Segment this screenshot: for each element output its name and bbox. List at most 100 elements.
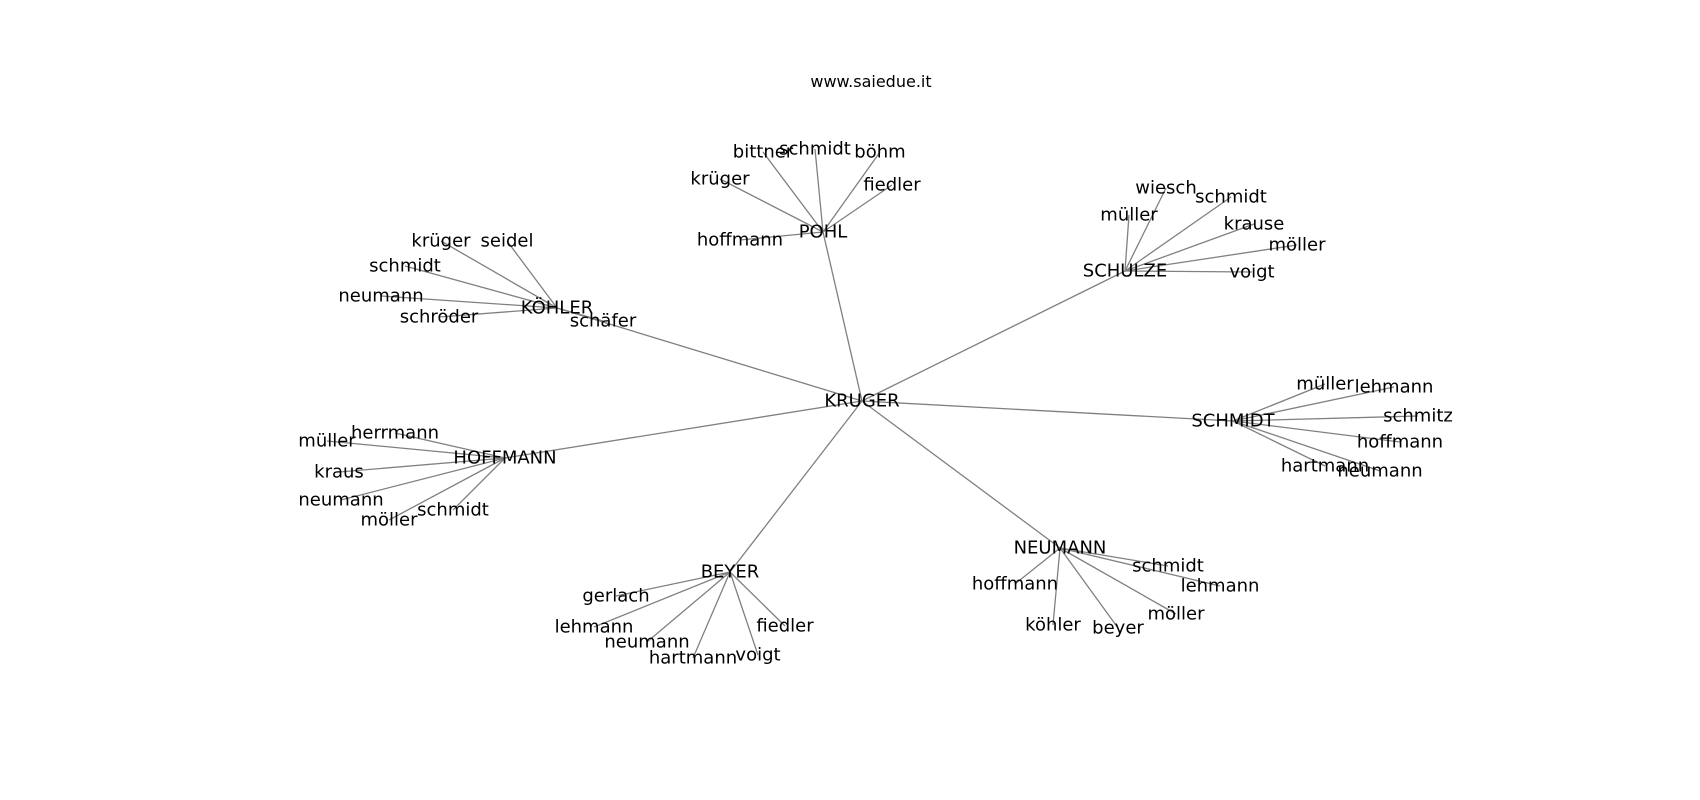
leaf-node-label-schmidt-3: hoffmann (1357, 432, 1443, 453)
edge-schmidt-leaf-5 (1232, 420, 1381, 472)
edge-koehler-leaf-0 (440, 240, 558, 309)
group-node-label-schulze: SCHULZE (1083, 261, 1167, 282)
group-node-label-koehler: KÖHLER (521, 297, 593, 319)
leaf-node-label-neumann-4: beyer (1092, 618, 1144, 639)
edge-schmidt-leaf-0 (1232, 383, 1326, 422)
leaf-node-label-hoffmann-3: neumann (298, 490, 383, 511)
edge-hoffmann-leaf-3 (340, 457, 506, 501)
edge-neumann-leaf-2 (1059, 547, 1221, 587)
leaf-node-label-koehler-0: krüger (411, 231, 471, 252)
edge-koehler-leaf-4 (438, 307, 558, 318)
edge-root-koehler (556, 307, 863, 402)
leaf-node-label-hoffmann-2: kraus (314, 462, 364, 483)
group-node-label-hoffmann: HOFFMANN (453, 448, 556, 469)
edge-beyer-leaf-1 (593, 571, 731, 628)
leaf-node-label-hoffmann-5: möller (360, 510, 418, 531)
leaf-node-label-beyer-4: voigt (735, 645, 780, 666)
edge-root-pohl (822, 231, 863, 402)
edge-beyer-leaf-5 (729, 571, 786, 627)
edge-pohl-leaf-1 (814, 148, 824, 233)
edge-neumann-leaf-1 (1059, 547, 1169, 567)
edge-schulze-leaf-0 (1124, 187, 1167, 272)
edge-schmidt-leaf-4 (1232, 420, 1326, 467)
edge-schulze-leaf-4 (1124, 244, 1298, 272)
edge-pohl-leaf-5 (739, 231, 824, 241)
leaf-node-label-koehler-2: schmidt (369, 256, 441, 277)
edge-beyer-leaf-4 (729, 571, 759, 656)
leaf-node-label-schmidt-4: hartmann (1281, 456, 1369, 477)
edge-hoffmann-leaf-1 (326, 440, 506, 459)
edge-schulze-leaf-5 (1124, 270, 1253, 273)
leaf-node-label-schulze-2: müller (1100, 205, 1158, 226)
group-node-label-schmidt: SCHMIDT (1191, 411, 1275, 432)
leaf-node-label-pohl-0: bittner (733, 142, 794, 163)
leaf-node-label-hoffmann-4: schmidt (417, 500, 489, 521)
edge-pohl-leaf-2 (822, 151, 881, 233)
leaf-node-label-pohl-2: böhm (854, 142, 905, 163)
leaf-node-label-pohl-5: hoffmann (697, 230, 783, 251)
leaf-node-label-koehler-4: schröder (400, 307, 479, 328)
edge-schulze-leaf-2 (1124, 214, 1130, 272)
edge-pohl-leaf-4 (822, 184, 893, 233)
leaf-node-label-schulze-1: schmidt (1195, 187, 1267, 208)
leaf-node-label-schulze-3: krause (1224, 214, 1285, 235)
root-node-label: KRUGER (824, 391, 899, 412)
edge-root-schulze (861, 270, 1126, 402)
edge-hoffmann-leaf-0 (394, 432, 506, 459)
edge-neumann-leaf-3 (1052, 547, 1061, 626)
leaf-node-label-schulze-0: wiesch (1135, 178, 1196, 199)
leaf-node-label-neumann-1: schmidt (1132, 556, 1204, 577)
edge-schulze-leaf-1 (1124, 196, 1232, 272)
leaf-node-label-beyer-0: gerlach (582, 586, 649, 607)
leaf-node-label-neumann-0: hoffmann (972, 574, 1058, 595)
edge-root-neumann (861, 400, 1061, 549)
leaf-node-label-koehler-3: neumann (338, 286, 423, 307)
edge-beyer-leaf-0 (615, 571, 731, 597)
leaf-node-label-schulze-5: voigt (1229, 262, 1274, 283)
edge-neumann-leaf-4 (1059, 547, 1119, 629)
edge-root-hoffmann (504, 400, 863, 459)
leaf-node-label-neumann-5: möller (1147, 604, 1205, 625)
leaf-node-label-beyer-5: fiedler (756, 616, 814, 637)
leaf-node-label-pohl-4: fiedler (863, 175, 921, 196)
leaf-node-label-hoffmann-1: müller (298, 431, 356, 452)
leaf-node-label-schmidt-1: lehmann (1355, 377, 1434, 398)
edge-neumann-leaf-5 (1059, 547, 1177, 615)
edge-beyer-leaf-3 (692, 571, 731, 659)
edge-layer (326, 148, 1419, 659)
edge-hoffmann-leaf-5 (388, 457, 506, 521)
leaf-node-label-hoffmann-0: herrmann (351, 423, 439, 444)
leaf-node-label-beyer-3: hartmann (649, 648, 737, 669)
group-node-label-pohl: POHL (799, 222, 848, 243)
leaf-node-label-beyer-2: neumann (604, 632, 689, 653)
leaf-node-label-koehler-1: seidel (481, 231, 534, 252)
group-node-label-neumann: NEUMANN (1014, 538, 1107, 559)
edge-koehler-leaf-3 (380, 295, 558, 309)
edge-koehler-leaf-2 (404, 265, 558, 309)
leaf-node-label-schmidt-0: müller (1296, 374, 1354, 395)
leaf-node-label-koehler-5: schäfer (570, 311, 637, 332)
edge-schmidt-leaf-3 (1232, 420, 1401, 443)
edge-beyer-leaf-2 (646, 571, 731, 643)
leaf-node-label-beyer-1: lehmann (555, 617, 634, 638)
edge-pohl-leaf-0 (762, 151, 824, 233)
leaf-node-label-schmidt-5: neumann (1337, 461, 1422, 482)
edge-schulze-leaf-3 (1124, 223, 1255, 272)
leaf-node-label-pohl-3: krüger (690, 169, 750, 190)
edge-root-beyer (729, 400, 863, 573)
leaf-node-label-neumann-2: lehmann (1181, 576, 1260, 597)
edge-hoffmann-leaf-4 (452, 457, 506, 511)
leaf-node-label-schmidt-2: schmitz (1383, 406, 1453, 427)
leaf-node-label-schulze-4: möller (1268, 235, 1326, 256)
group-node-label-beyer: BEYER (701, 562, 760, 583)
edge-schmidt-leaf-1 (1232, 386, 1395, 422)
edge-koehler-leaf-5 (556, 307, 604, 322)
edge-pohl-leaf-3 (719, 178, 824, 233)
leaf-node-label-neumann-3: köhler (1025, 615, 1081, 636)
leaf-node-label-pohl-1: schmidt (779, 139, 851, 160)
edge-schmidt-leaf-2 (1232, 415, 1419, 422)
chart-title: www.saiedue.it (810, 72, 931, 91)
edge-hoffmann-leaf-2 (338, 457, 506, 473)
